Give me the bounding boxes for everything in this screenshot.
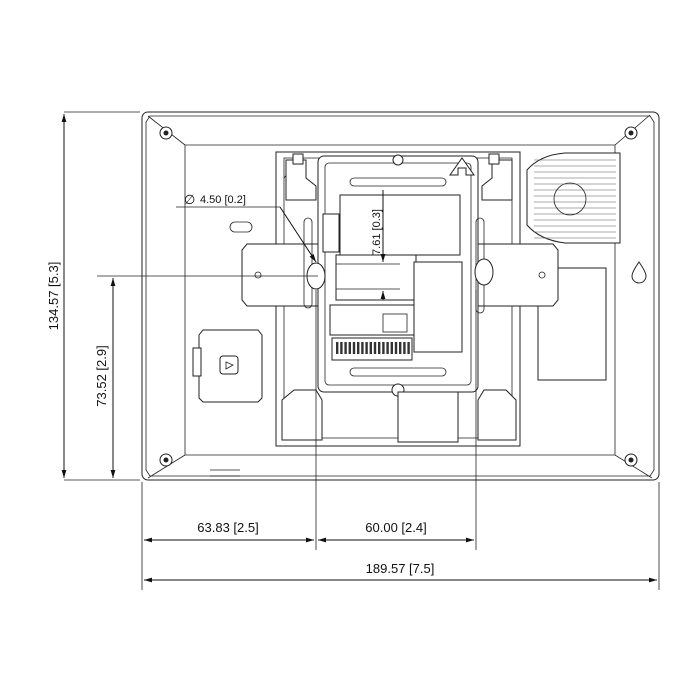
screw-top-left [159, 126, 173, 140]
connector-pin [399, 342, 402, 354]
connector-pin [365, 342, 368, 354]
dim-center-height: 73.52 [2.9] [94, 345, 109, 406]
connector-pin [378, 342, 381, 354]
card-slot-icon [192, 329, 263, 403]
dim-bracket-spacing: 60.00 [2.4] [365, 520, 426, 535]
connector-pin [357, 342, 360, 354]
connector-pin [348, 342, 351, 354]
arrow-up-icon [449, 157, 475, 176]
connector-pin [361, 342, 364, 354]
connector-pin [394, 342, 398, 354]
connector-pin [373, 342, 377, 354]
connector-pin [382, 342, 385, 354]
dim-slot-offset: 7.61 [0.3] [371, 209, 383, 255]
dim-hole-diameter: 4.50 [0.2] [200, 194, 246, 206]
dim-left-offset: 63.83 [2.5] [197, 520, 258, 535]
screw-top-right [624, 126, 638, 140]
connector-pin [344, 342, 347, 354]
connector-pin [369, 342, 372, 354]
connector-pin [386, 342, 389, 354]
screw-bottom-left [159, 453, 173, 467]
speaker-grille-icon [526, 152, 621, 244]
connector-pin [340, 342, 343, 354]
connector-pin [403, 342, 406, 354]
connector-pin [336, 342, 339, 354]
connector-pin [390, 342, 393, 354]
dim-hole-symbol: ∅ [184, 192, 195, 207]
dim-overall-width: 189.57 [7.5] [366, 561, 435, 576]
dimension-lines [61, 111, 660, 590]
key-slot [229, 221, 253, 233]
screw-bottom-right [624, 453, 638, 467]
dim-overall-height: 134.57 [5.3] [46, 262, 61, 331]
connector-block [322, 194, 463, 361]
connector-pin [352, 342, 356, 354]
connector-pin [407, 342, 410, 354]
droplet-icon [631, 261, 647, 284]
